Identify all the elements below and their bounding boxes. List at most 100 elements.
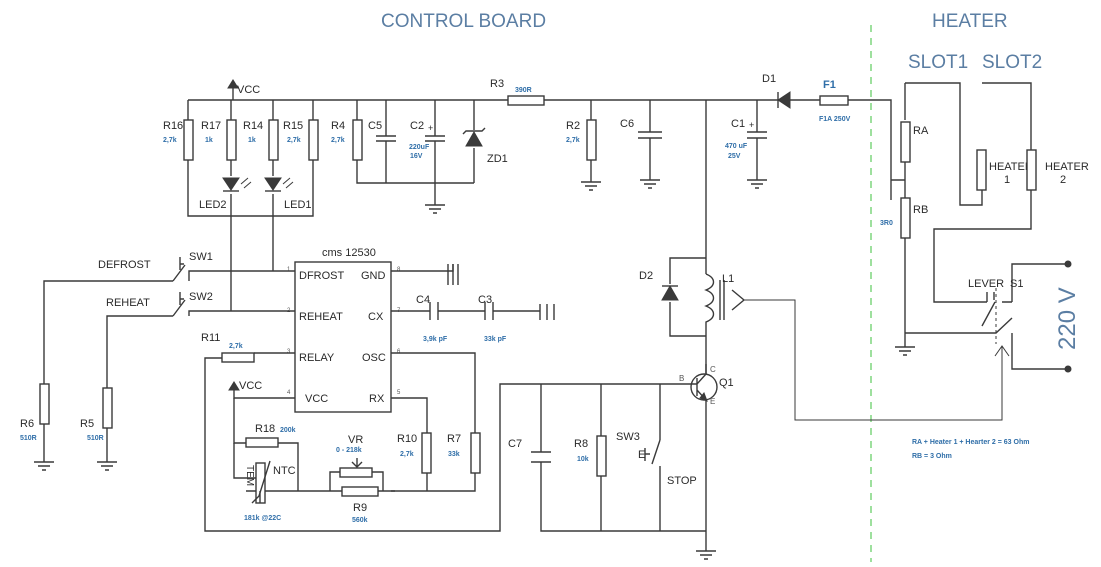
c6-ground xyxy=(640,179,660,189)
ra-label: RA xyxy=(913,125,929,137)
ic-pin-rx: RX xyxy=(369,393,385,405)
r14-resistor xyxy=(268,119,279,161)
r10-value: 2,7k xyxy=(400,451,414,458)
r3-value: 390R xyxy=(515,87,532,94)
r5-label: R5 xyxy=(80,418,94,430)
zd1-diode xyxy=(465,130,483,147)
r11-resistor xyxy=(221,352,255,363)
r5-ground xyxy=(97,428,117,471)
l1-label: L1 xyxy=(722,273,734,285)
r14-value: 1k xyxy=(248,137,256,144)
r10-resistor xyxy=(421,432,432,474)
c5-label: C5 xyxy=(368,120,382,132)
vr-range: 0 - 218k xyxy=(336,447,362,454)
ntc-label: NTC xyxy=(273,465,296,477)
q1-emitter-arrow xyxy=(699,392,708,402)
r14-label: R14 xyxy=(243,120,263,132)
r2-resistor xyxy=(586,119,597,161)
r15-resistor xyxy=(308,119,319,161)
r5-resistor xyxy=(102,387,113,429)
d2-diode xyxy=(661,284,679,301)
sw1-label: SW1 xyxy=(189,251,213,263)
note-line-2: RB = 3 Ohm xyxy=(912,453,952,460)
slot1-label: SLOT1 xyxy=(908,52,968,73)
sw3-e-label: E xyxy=(638,449,645,461)
ic-pin-dfrost: DFROST xyxy=(299,270,345,282)
ic-pin-reheat: REHEAT xyxy=(299,311,343,323)
led2-diode xyxy=(222,177,240,191)
d1-label: D1 xyxy=(762,73,776,85)
vcc2-arrow xyxy=(228,381,240,391)
ic-pin-vcc: VCC xyxy=(305,393,328,405)
rb-label: RB xyxy=(913,204,928,216)
ic-cms12530 xyxy=(294,261,392,413)
r7-value: 33k xyxy=(448,451,460,458)
ntc-slash xyxy=(251,460,271,504)
c4-capacitor xyxy=(429,302,439,320)
ra-resistor xyxy=(900,121,911,163)
l1-coil xyxy=(704,273,715,380)
q1-b: B xyxy=(679,374,684,383)
slot2-label: SLOT2 xyxy=(982,52,1042,73)
r9-value: 560k xyxy=(352,517,368,524)
r2-label: R2 xyxy=(566,120,580,132)
r2-value: 2,7k xyxy=(566,137,580,144)
r16-value: 2,7k xyxy=(163,137,177,144)
sw3-switch xyxy=(644,439,661,465)
r8-resistor xyxy=(596,435,607,477)
sw2-switch xyxy=(172,292,186,317)
relay-link-arrow xyxy=(994,345,1010,357)
vr-resistor xyxy=(339,467,373,478)
vcc2-label: VCC xyxy=(239,380,262,392)
ic-pin-num-6: 6 xyxy=(397,349,401,355)
vcc-label: VCC xyxy=(237,84,260,96)
mains-voltage-label: 220 V xyxy=(1054,287,1081,350)
r4-value: 2,7k xyxy=(331,137,345,144)
lever-label: LEVER xyxy=(968,278,1004,290)
c2-ground xyxy=(425,204,445,214)
ic-right-wires xyxy=(391,264,540,312)
heater-slot-wires xyxy=(904,82,1032,347)
vr-label: VR xyxy=(348,434,363,446)
ic-pin-num-1: 1 xyxy=(287,267,291,273)
r7-label: R7 xyxy=(447,433,461,445)
c1-capacitor xyxy=(747,131,767,139)
r3-resistor xyxy=(507,95,545,106)
r4-resistor xyxy=(352,119,363,161)
d2-label: D2 xyxy=(639,270,653,282)
relay-link xyxy=(744,299,1003,421)
q1-base-wire xyxy=(204,357,697,532)
zd1-label: ZD1 xyxy=(487,153,508,165)
r4-wire xyxy=(356,100,474,184)
reheat-label: REHEAT xyxy=(106,297,150,309)
sw2-label: SW2 xyxy=(189,291,213,303)
f1-value: F1A 250V xyxy=(819,116,851,123)
c2-capacitor xyxy=(425,135,445,142)
c2-plus: + xyxy=(428,123,433,133)
q1-ground xyxy=(696,550,716,560)
c6-capacitor xyxy=(638,131,662,139)
q1-leads xyxy=(696,364,707,412)
rb-value: 3R0 xyxy=(880,220,893,227)
r6-ground xyxy=(34,424,54,471)
c2-value: 220uF xyxy=(409,144,430,151)
ic-gnd-symbol xyxy=(447,264,459,285)
r17-resistor xyxy=(226,119,237,161)
heater1-element xyxy=(976,149,987,191)
ic-pin-num-8: 8 xyxy=(397,267,401,273)
zd1-bar xyxy=(462,127,486,135)
q1-c: C xyxy=(710,365,716,374)
heater2-label: HEATER xyxy=(1045,161,1089,173)
r17-label: R17 xyxy=(201,120,221,132)
r16-label: R16 xyxy=(163,120,183,132)
ic-pin-gnd: GND xyxy=(361,270,386,282)
r16-resistor xyxy=(183,119,194,161)
ic-pin-relay: RELAY xyxy=(299,352,335,364)
mains-terminal-bottom xyxy=(1064,365,1072,373)
r4-label: R4 xyxy=(331,120,345,132)
note-line-1: RA + Heater 1 + Hearter 2 = 63 Ohm xyxy=(912,439,1029,446)
c5-capacitor xyxy=(376,135,396,142)
r18-resistor xyxy=(245,437,279,448)
d1-fuse-wire xyxy=(768,99,892,180)
